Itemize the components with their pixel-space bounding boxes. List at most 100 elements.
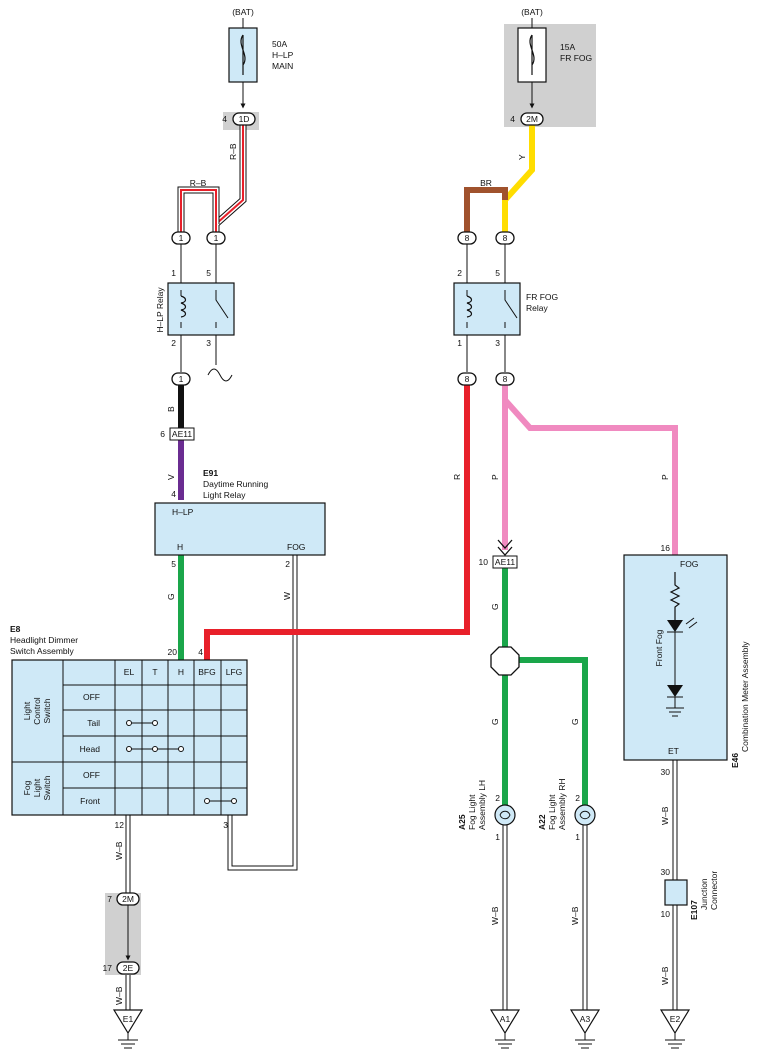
wire-label-g-a25: G <box>490 718 500 725</box>
a22-code: A22 <box>537 814 547 830</box>
splice-junction <box>490 646 520 676</box>
group2-line1: Fog <box>22 780 32 795</box>
row-front: Front <box>80 796 100 806</box>
connector-2m-top <box>520 112 544 126</box>
connector-1-top-left: 1 <box>171 231 191 245</box>
wire-label-y: Y <box>517 154 527 160</box>
e46-pin-fog: FOG <box>680 559 698 569</box>
wire-label-g-left: G <box>166 593 176 600</box>
pin-a22-1: 1 <box>575 832 580 842</box>
pin-e46-16: 16 <box>661 543 671 553</box>
e91-pin-fog: FOG <box>287 542 305 552</box>
row-head: Head <box>80 744 101 754</box>
fuse-fog-rating: 15A <box>560 42 575 52</box>
led-icon <box>667 620 683 632</box>
pin-2m-4: 4 <box>510 114 515 124</box>
fr-fog-relay <box>453 282 521 336</box>
a25-code: A25 <box>457 814 467 830</box>
fuse-icon-fog <box>529 34 535 75</box>
switch-connection-tail <box>126 720 158 726</box>
pin-fogrelay-1: 1 <box>457 338 462 348</box>
fuse-icon <box>240 34 246 75</box>
wire-label-wb-e8: W–B <box>114 841 124 860</box>
fog-relay-coil-icon <box>466 295 473 318</box>
switch-connection-front <box>204 798 237 804</box>
e8-switch-table <box>11 659 248 816</box>
pin-relay-1: 1 <box>171 268 176 278</box>
wire-label-p-right: P <box>660 474 670 480</box>
connector-2m-top-label: 2M <box>526 114 538 124</box>
wire-label-g-ae11: G <box>490 603 500 610</box>
connector-ae11-right-label: AE11 <box>495 557 515 567</box>
filament-lh-icon <box>499 810 511 820</box>
a22-name-1: Fog Light <box>547 794 557 830</box>
a25-name-2: Assembly LH <box>477 780 487 830</box>
pin-ae11-6: 6 <box>160 429 165 439</box>
col-bfg: BFG <box>198 667 215 677</box>
wire-y <box>502 124 535 234</box>
wire-rb <box>177 124 247 234</box>
wire-g-fog <box>502 568 588 805</box>
pin-a25-2: 2 <box>495 793 500 803</box>
e8-name-2: Switch Assembly <box>10 646 75 656</box>
fuse-fog-name: FR FOG <box>560 53 592 63</box>
e107-name-2: Connector <box>709 871 719 910</box>
connector-ae11-right <box>492 555 518 569</box>
fuse-hlp-rating: 50A <box>272 39 287 49</box>
relay-coil-icon <box>180 295 187 318</box>
group1-line1: Light <box>22 701 32 720</box>
fog-relay-label-1: FR FOG <box>526 292 558 302</box>
svg-text:A3: A3 <box>580 1014 591 1024</box>
connector-1d-label: 1D <box>239 114 250 124</box>
connector-8-mid-right: 8 <box>495 372 515 386</box>
col-h: H <box>178 667 184 677</box>
wire-br <box>464 187 508 234</box>
svg-text:8: 8 <box>503 233 508 243</box>
e91-relay <box>154 502 326 556</box>
wire-w <box>227 555 298 871</box>
connector-2e-label: 2E <box>123 963 134 973</box>
wire-label-wb-a1: W–B <box>490 906 500 925</box>
front-fog-label: Front Fog <box>654 629 664 666</box>
power-label-left: (BAT) <box>232 7 254 17</box>
pin-a22-2: 2 <box>575 793 580 803</box>
wire-label-wb-a3: W–B <box>570 906 580 925</box>
pin-e8-20: 20 <box>168 647 178 657</box>
hlp-relay-label: H–LP Relay <box>155 287 165 333</box>
wire-break-icon <box>207 368 233 382</box>
wire-label-w: W <box>282 592 292 600</box>
wire-p <box>502 385 678 555</box>
e46-code: E46 <box>730 753 740 768</box>
svg-text:1: 1 <box>214 233 219 243</box>
ground-e2: E2 <box>659 1009 691 1049</box>
filament-rh-icon <box>579 810 591 820</box>
pin-fogrelay-3: 3 <box>495 338 500 348</box>
group1-line2: Control <box>32 697 42 725</box>
e46-name: Combination Meter Assembly <box>740 641 750 752</box>
pin-a25-1: 1 <box>495 832 500 842</box>
a25-name-1: Fog Light <box>467 794 477 830</box>
pin-2m-7: 7 <box>107 894 112 904</box>
svg-text:1: 1 <box>179 233 184 243</box>
svg-text:E1: E1 <box>123 1014 134 1024</box>
resistor-icon <box>669 572 681 620</box>
wire-label-rb-vert: R–B <box>228 143 238 160</box>
pin-e46-30: 30 <box>661 767 671 777</box>
wire-label-wb-e2: W–B <box>660 966 670 985</box>
group2-line3: Switch <box>42 775 52 800</box>
wire-label-b: B <box>166 406 176 412</box>
connector-1d <box>232 112 256 126</box>
row-tail: Tail <box>87 718 100 728</box>
pin-e8-4: 4 <box>198 647 203 657</box>
connector-2m-bottom-label: 2M <box>122 894 134 904</box>
fuse-hlp-name1: H–LP <box>272 50 294 60</box>
switch-table-grid <box>12 660 247 815</box>
connector-8-top-left: 8 <box>457 231 477 245</box>
row-off-2: OFF <box>83 770 100 780</box>
e8-name-1: Headlight Dimmer <box>10 635 78 645</box>
row-off-1: OFF <box>83 692 100 702</box>
e91-code: E91 <box>203 468 218 478</box>
e91-pin-hlp: H–LP <box>172 507 194 517</box>
wire-label-p-left: P <box>490 474 500 480</box>
svg-text:A1: A1 <box>500 1014 511 1024</box>
